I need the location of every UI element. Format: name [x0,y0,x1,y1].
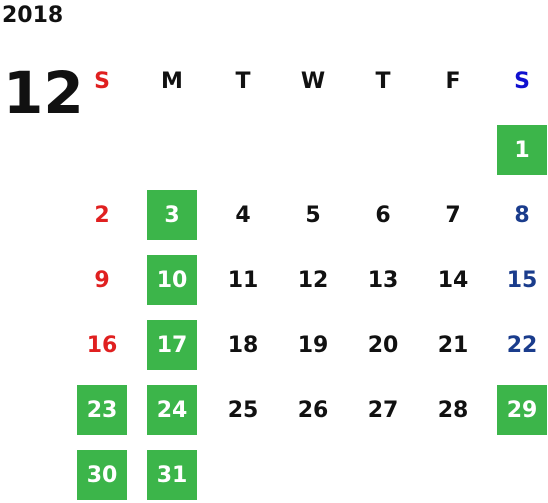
day-7[interactable]: 7 [445,202,461,228]
day-31[interactable]: 31 [147,450,197,500]
day-23[interactable]: 23 [77,385,127,435]
day-10[interactable]: 10 [147,255,197,305]
weekday-header-sunday: S [94,68,110,94]
day-12[interactable]: 12 [297,267,329,293]
weekday-header-monday: M [161,68,183,94]
day-24[interactable]: 24 [147,385,197,435]
day-3[interactable]: 3 [147,190,197,240]
day-16[interactable]: 16 [86,332,118,358]
day-1[interactable]: 1 [497,125,547,175]
day-6[interactable]: 6 [375,202,391,228]
day-9[interactable]: 9 [94,267,110,293]
day-14[interactable]: 14 [437,267,469,293]
day-25[interactable]: 25 [227,397,259,423]
day-17[interactable]: 17 [147,320,197,370]
day-22[interactable]: 22 [506,332,538,358]
day-29[interactable]: 29 [497,385,547,435]
day-26[interactable]: 26 [297,397,329,423]
day-11[interactable]: 11 [227,267,259,293]
day-21[interactable]: 21 [437,332,469,358]
month-number: 12 [3,59,84,127]
weekday-header-friday: F [445,68,461,94]
day-18[interactable]: 18 [227,332,259,358]
day-15[interactable]: 15 [506,267,538,293]
weekday-header-wednesday: W [300,68,326,94]
weekday-header-saturday: S [514,68,530,94]
day-19[interactable]: 19 [297,332,329,358]
day-13[interactable]: 13 [367,267,399,293]
day-20[interactable]: 20 [367,332,399,358]
year-label: 2018 [2,3,64,28]
day-28[interactable]: 28 [437,397,469,423]
day-27[interactable]: 27 [367,397,399,423]
weekday-header-tuesday: T [235,68,251,94]
day-4[interactable]: 4 [235,202,251,228]
day-5[interactable]: 5 [305,202,321,228]
day-8[interactable]: 8 [514,202,530,228]
weekday-header-thursday: T [375,68,391,94]
day-30[interactable]: 30 [77,450,127,500]
day-2[interactable]: 2 [94,202,110,228]
